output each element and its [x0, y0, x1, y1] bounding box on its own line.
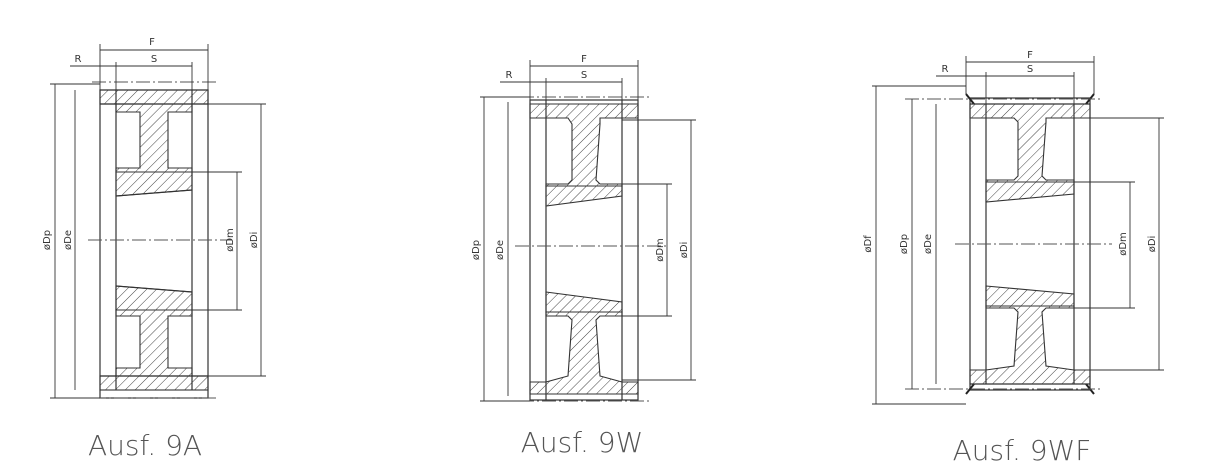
figure-9w: F S R øDp øDe øDm øDi Ausf. 9W [471, 54, 696, 459]
caption-9w: Ausf. 9W [521, 426, 644, 459]
label-di-9a: øDi [249, 232, 260, 249]
label-dp-9w: øDp [471, 240, 482, 260]
label-r-9a: R [75, 54, 82, 65]
label-s-9wf: S [1027, 64, 1033, 75]
label-dm-9wf: øDm [1118, 232, 1129, 256]
label-dm-9w: øDm [655, 238, 666, 262]
drawing-9w [480, 60, 696, 402]
label-s-9a: S [151, 54, 157, 65]
label-df-9wf: øDf [863, 235, 874, 253]
label-dp-9wf: øDp [899, 234, 910, 254]
labels-9wf: F S R øDf øDp øDe øDm øDi [863, 50, 1158, 256]
label-de-9w: øDe [495, 240, 506, 260]
drawing-9a [50, 44, 266, 399]
label-dm-9a: øDm [225, 228, 236, 252]
label-dp-9a: øDp [42, 230, 53, 250]
label-f-9a: F [149, 37, 155, 48]
labels-9a: F S R øDp øDe øDm øDi [42, 37, 260, 252]
figure-9a: F S R øDp øDe øDm øDi Ausf. 9A [42, 37, 266, 462]
drawing-9wf [872, 56, 1164, 405]
label-r-9wf: R [942, 64, 949, 75]
figure-9wf: F S R øDf øDp øDe øDm øDi Ausf. 9WF [863, 50, 1164, 467]
caption-9a: Ausf. 9A [88, 429, 202, 462]
label-s-9w: S [581, 70, 587, 81]
label-r-9w: R [506, 70, 513, 81]
label-di-9wf: øDi [1147, 236, 1158, 253]
label-f-9wf: F [1027, 50, 1033, 61]
label-de-9wf: øDe [923, 234, 934, 254]
label-de-9a: øDe [63, 230, 74, 250]
label-di-9w: øDi [679, 242, 690, 259]
caption-9wf: Ausf. 9WF [953, 434, 1092, 467]
labels-9w: F S R øDp øDe øDm øDi [471, 54, 690, 262]
label-f-9w: F [581, 54, 587, 65]
